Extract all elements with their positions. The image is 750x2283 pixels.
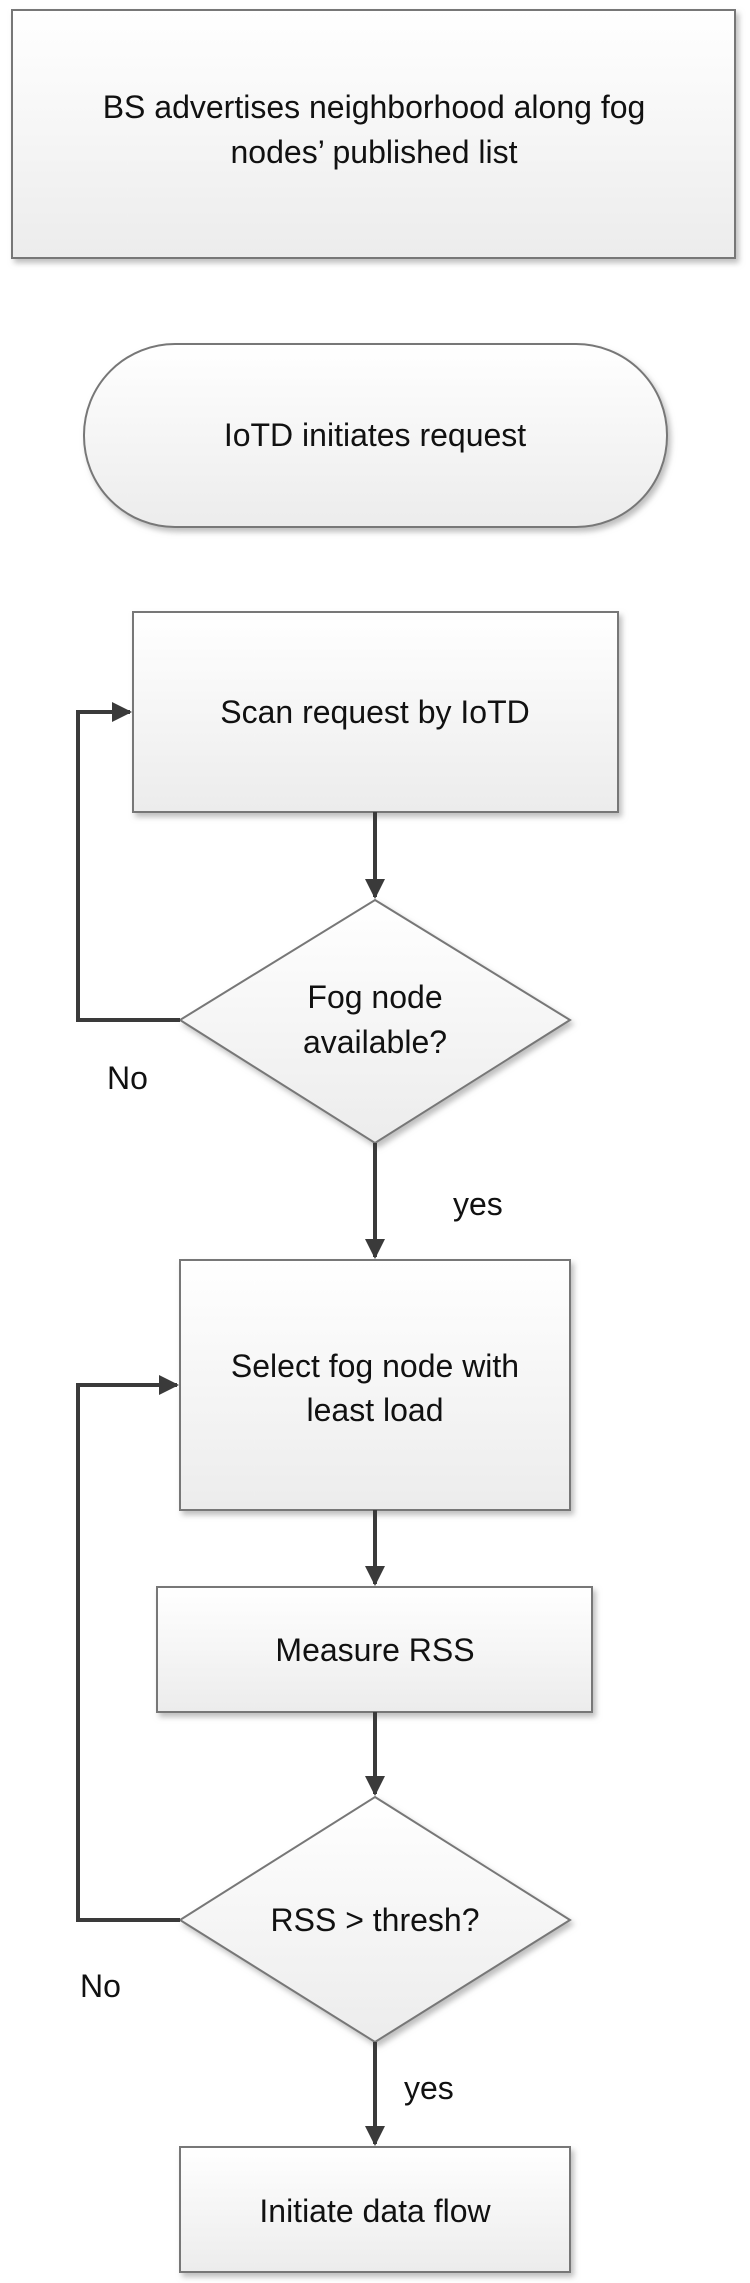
- select-box: [179, 1259, 571, 1511]
- loop-no-rss: [76, 1375, 180, 1922]
- rss-check-text: RSS > thresh?: [271, 1902, 480, 1938]
- edge-label-no-1: No: [107, 1060, 148, 1096]
- start-terminator: [83, 343, 668, 528]
- advertise-text-line2: nodes’ published list: [231, 134, 518, 170]
- select-text-line2: least load: [307, 1392, 444, 1428]
- advertise-text-line1: BS advertises neighborhood along fog: [103, 89, 646, 125]
- scan-text: Scan request by IoTD: [220, 694, 529, 730]
- edge-label-no-2: No: [80, 1968, 121, 2004]
- scan-box: [132, 611, 619, 813]
- start-text: IoTD initiates request: [224, 417, 526, 453]
- measure-text: Measure RSS: [275, 1632, 474, 1668]
- initiate-text: Initiate data flow: [259, 2193, 491, 2229]
- advertise-box: [11, 9, 736, 259]
- fog-available-text-line2: available?: [303, 1024, 447, 1060]
- loop-no-fog: [76, 702, 180, 1022]
- fog-available-text-line1: Fog node: [307, 979, 442, 1015]
- initiate-box: [179, 2146, 571, 2273]
- edge-label-yes-1: yes: [453, 1186, 503, 1222]
- select-text-line1: Select fog node with: [231, 1348, 519, 1384]
- measure-box: [156, 1586, 593, 1713]
- fog-available-decision: [178, 898, 572, 1145]
- edge-label-yes-2: yes: [404, 2070, 454, 2106]
